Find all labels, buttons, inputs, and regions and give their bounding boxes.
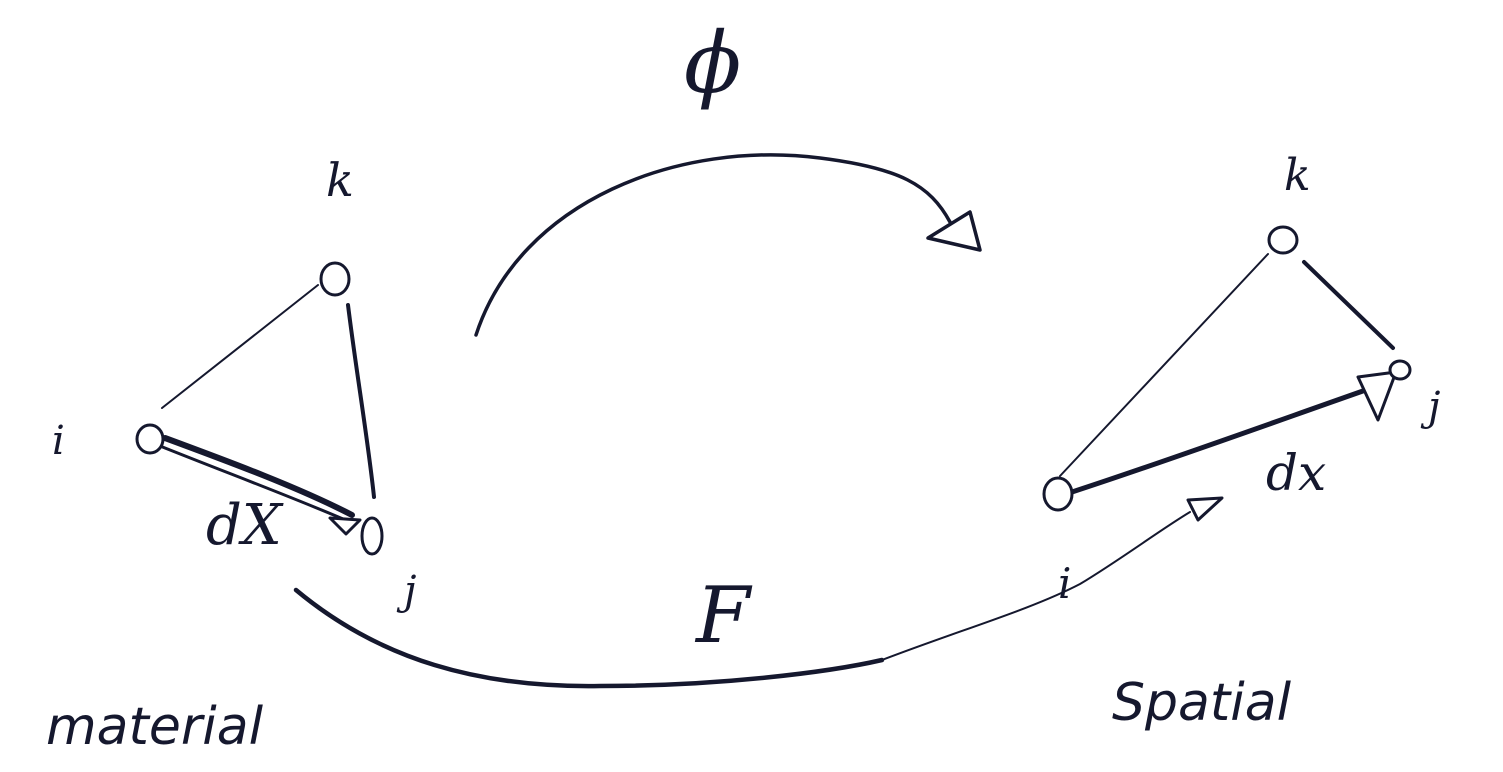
- F-arrowhead: [1186, 496, 1224, 522]
- F-arc-tail: [881, 511, 1191, 661]
- spatial-edge-k-j: [1302, 260, 1395, 350]
- spatial-edge-i-k: [1059, 253, 1269, 477]
- spatial-node-j: [1388, 359, 1412, 381]
- phi-arrowhead: [926, 210, 982, 252]
- spatial-node-k: [1267, 225, 1299, 255]
- material-label-j: j: [396, 568, 416, 614]
- material-node-j: [360, 516, 384, 556]
- material-label-dX: dX: [206, 493, 284, 558]
- spatial-label-dx: dx: [1266, 444, 1326, 502]
- material-edge-i-j-stroke: [158, 444, 352, 524]
- F-label: F: [694, 571, 753, 661]
- material-label-k: k: [326, 153, 354, 207]
- material-node-k: [319, 261, 351, 297]
- spatial-edge-i-j: [1069, 382, 1383, 495]
- spatial-label-j: j: [1420, 384, 1440, 430]
- material-label-i: i: [52, 418, 65, 464]
- spatial-configuration: k i j dx Spatial: [1042, 150, 1440, 733]
- F-arc: [293, 587, 885, 689]
- material-dX-arrowhead: [328, 516, 362, 536]
- spatial-node-i: [1042, 476, 1074, 512]
- material-configuration: k i j dX material: [46, 153, 416, 757]
- phi-mapping: ϕ: [474, 14, 982, 337]
- phi-arc: [474, 153, 952, 337]
- spatial-label-i: i: [1058, 559, 1071, 608]
- material-node-i: [135, 423, 165, 455]
- spatial-label-k: k: [1284, 150, 1311, 201]
- material-edge-i-k: [161, 284, 319, 409]
- F-mapping: F: [293, 496, 1224, 689]
- spatial-caption: Spatial: [1112, 673, 1292, 733]
- spatial-dx-arrowhead: [1356, 370, 1398, 422]
- phi-label: ϕ: [684, 14, 741, 112]
- material-edge-i-j: [162, 435, 355, 518]
- material-caption: material: [46, 697, 264, 757]
- material-edge-k-j: [346, 303, 376, 499]
